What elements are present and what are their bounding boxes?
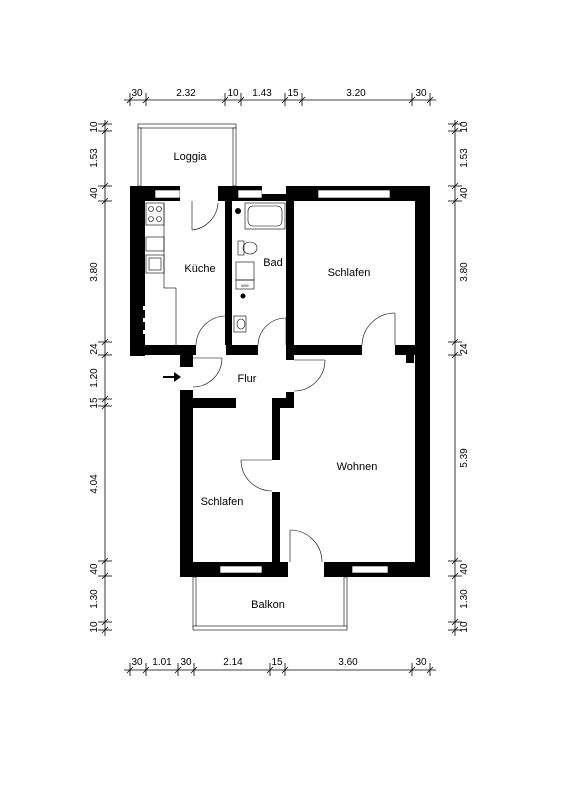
dim-left-9: 1.30 <box>89 589 100 609</box>
dim-right-1: 1.53 <box>459 148 470 168</box>
dim-left-10: 10 <box>89 621 100 633</box>
room-label-schlafen-top: Schlafen <box>328 267 371 279</box>
dim-right-5: 5.39 <box>459 448 470 468</box>
dim-bottom-2: 30 <box>180 657 192 668</box>
toilet-icon <box>237 240 258 256</box>
dim-top-5: 3.20 <box>346 88 366 99</box>
dimension-top: 30 2.32 10 1.43 15 3.20 30 <box>124 88 436 106</box>
dimension-left: 10 1.53 40 3.80 24 1.20 15 4.04 40 1.30 … <box>89 120 112 636</box>
dim-left-2: 40 <box>89 187 100 199</box>
kitchen-stove-icon <box>145 202 165 226</box>
dim-left-3: 3.80 <box>89 262 100 282</box>
washbasin-icon <box>233 315 247 333</box>
dim-bottom-1: 1.01 <box>152 657 172 668</box>
dim-left-4: 24 <box>89 343 100 355</box>
dim-right-8: 10 <box>459 621 470 633</box>
dim-left-1: 1.53 <box>89 148 100 168</box>
dim-top-2: 10 <box>227 88 239 99</box>
room-label-kueche: Küche <box>184 263 215 275</box>
watermark: www.grundriss.com <box>418 492 428 576</box>
dim-right-6: 40 <box>459 563 470 575</box>
dim-right-3: 3.80 <box>459 262 470 282</box>
dim-bottom-6: 30 <box>415 657 427 668</box>
room-label-loggia: Loggia <box>173 151 207 163</box>
dim-top-0: 30 <box>131 88 143 99</box>
dim-left-5: 1.20 <box>89 368 100 388</box>
dim-left-0: 10 <box>89 121 100 133</box>
dim-bottom-5: 3.60 <box>338 657 358 668</box>
room-label-wohnen: Wohnen <box>337 461 378 473</box>
entrance-arrow-icon <box>163 372 181 382</box>
room-label-bad: Bad <box>263 257 283 269</box>
bathtub-icon <box>235 202 286 230</box>
dim-top-3: 1.43 <box>252 88 272 99</box>
balkon-outline <box>192 576 348 631</box>
walls <box>130 186 430 577</box>
doors <box>180 201 396 563</box>
dim-right-4: 24 <box>459 343 470 355</box>
dim-bottom-3: 2.14 <box>223 657 243 668</box>
dim-left-7: 4.04 <box>89 474 100 494</box>
room-label-flur: Flur <box>238 373 257 385</box>
dim-bottom-4: 15 <box>271 657 283 668</box>
washing-machine-icon: WM <box>235 261 255 299</box>
kitchen-sink-icon <box>145 254 165 274</box>
dim-top-1: 2.32 <box>176 88 196 99</box>
room-label-schlafen-bottom: Schlafen <box>201 496 244 508</box>
dim-bottom-0: 30 <box>131 657 143 668</box>
dim-left-6: 15 <box>89 397 100 409</box>
wm-label: WM <box>241 283 249 288</box>
kitchen-counter <box>145 203 177 345</box>
dim-left-8: 40 <box>89 563 100 575</box>
dim-top-6: 30 <box>415 88 427 99</box>
room-label-balkon: Balkon <box>251 599 285 611</box>
radiator-markers <box>143 306 415 363</box>
dim-top-4: 15 <box>287 88 299 99</box>
dim-right-7: 1.30 <box>459 589 470 609</box>
windows <box>154 186 391 577</box>
dim-right-2: 40 <box>459 187 470 199</box>
dimension-bottom: 30 1.01 30 2.14 15 3.60 30 <box>124 657 436 676</box>
dimension-right: 10 1.53 40 3.80 24 5.39 40 1.30 10 <box>448 120 470 636</box>
dim-right-0: 10 <box>459 121 470 133</box>
